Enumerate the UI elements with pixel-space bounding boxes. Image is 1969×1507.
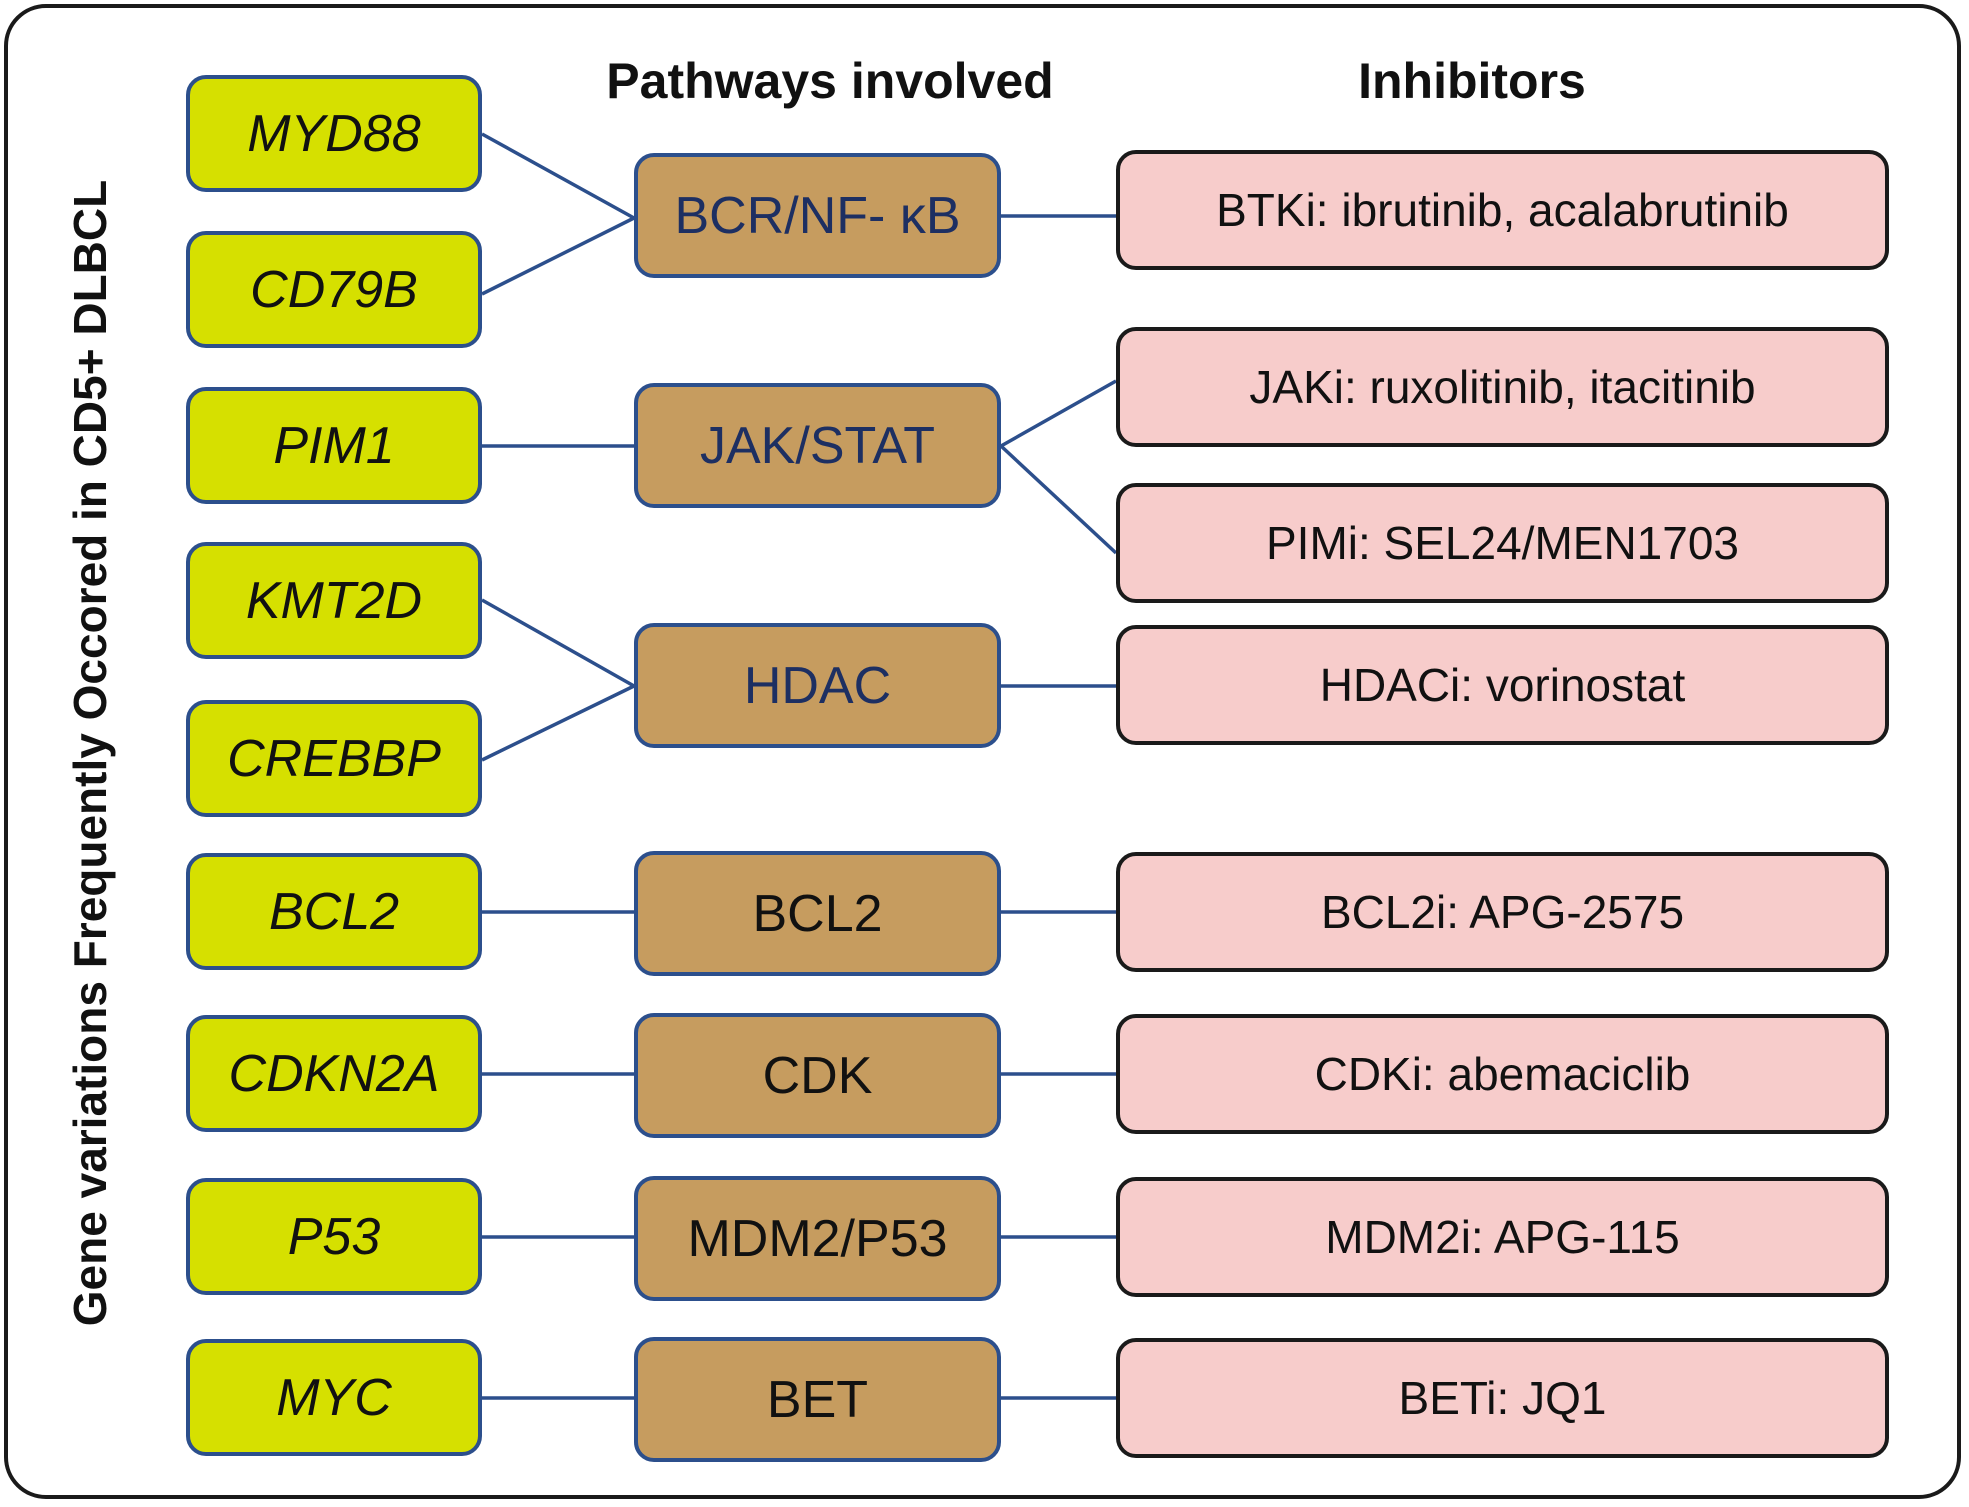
gene-box-crebbp: CREBBP (186, 700, 482, 817)
gene-box-kmt2d: KMT2D (186, 542, 482, 659)
inhibitor-box-cdki: CDKi: abemaciclib (1116, 1014, 1889, 1134)
link-kmt2d-hdac (481, 598, 635, 688)
inhibitors-header: Inhibitors (1358, 53, 1586, 109)
inhibitor-box-hdaci: HDACi: vorinostat (1116, 625, 1889, 745)
gene-box-cdkn2a: CDKN2A (186, 1015, 482, 1132)
gene-box-p53: P53 (186, 1178, 482, 1295)
gene-box-pim1: PIM1 (186, 387, 482, 504)
link-crebbp-hdac (481, 684, 635, 762)
inhibitor-box-btki: BTKi: ibrutinib, acalabrutinib (1116, 150, 1889, 270)
pathway-box-jak-stat: JAK/STAT (634, 383, 1001, 508)
inhibitor-box-jaki: JAKi: ruxolitinib, itacitinib (1116, 327, 1889, 447)
gene-box-cd79b: CD79B (186, 231, 482, 348)
pathway-box-bcr-nfkb: BCR/NF- κB (634, 153, 1001, 278)
inhibitor-box-bcl2i: BCL2i: APG-2575 (1116, 852, 1889, 972)
gene-box-myc: MYC (186, 1339, 482, 1456)
link-jak-jaki (1000, 379, 1117, 448)
inhibitor-box-pimi: PIMi: SEL24/MEN1703 (1116, 483, 1889, 603)
pathway-box-mdm2-p53: MDM2/P53 (634, 1176, 1001, 1301)
pathway-box-bet: BET (634, 1337, 1001, 1462)
link-jak-pimi (999, 444, 1118, 555)
pathways-header: Pathways involved (606, 53, 1054, 109)
gene-box-bcl2: BCL2 (186, 853, 482, 970)
pathway-box-hdac: HDAC (634, 623, 1001, 748)
pathway-box-cdk: CDK (634, 1013, 1001, 1138)
link-cd79b-bcr (481, 216, 635, 296)
inhibitor-box-beti: BETi: JQ1 (1116, 1338, 1889, 1458)
pathway-box-bcl2: BCL2 (634, 851, 1001, 976)
link-myd88-bcr (481, 132, 635, 220)
gene-box-myd88: MYD88 (186, 75, 482, 192)
inhibitor-box-mdm2i: MDM2i: APG-115 (1116, 1177, 1889, 1297)
